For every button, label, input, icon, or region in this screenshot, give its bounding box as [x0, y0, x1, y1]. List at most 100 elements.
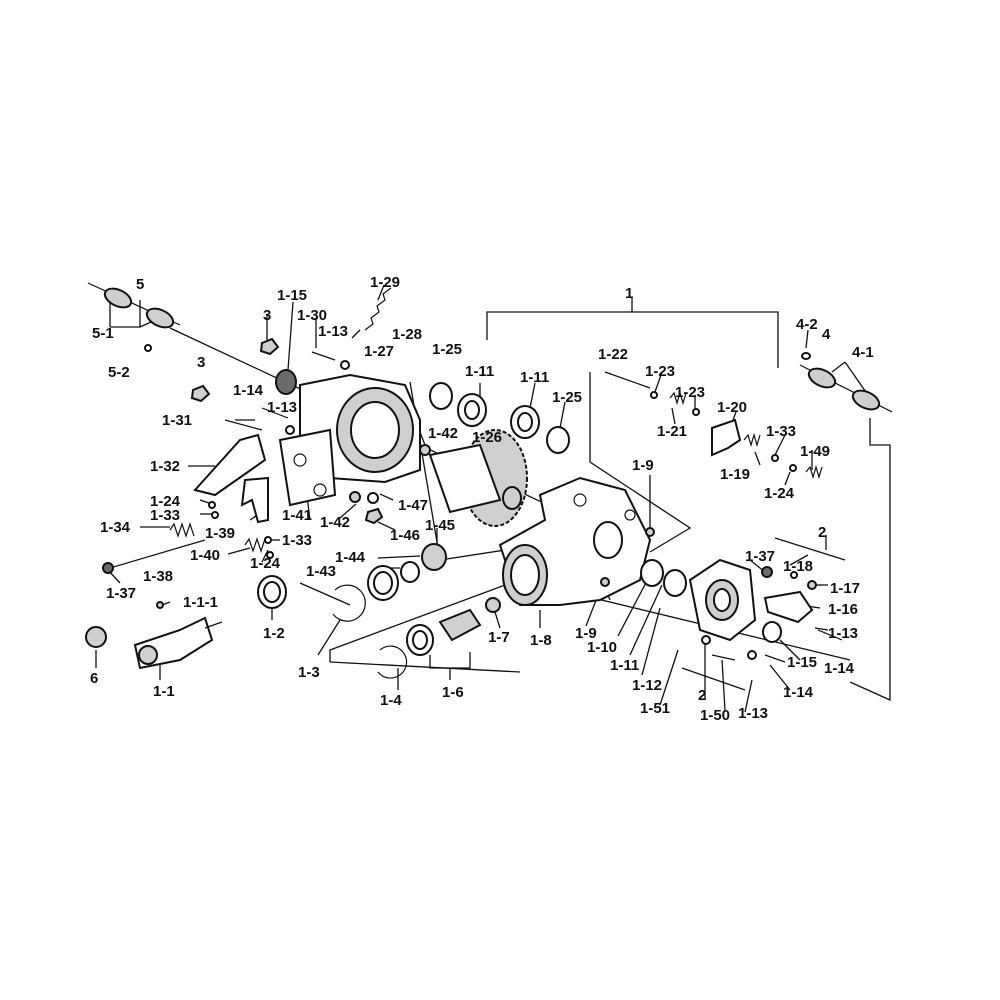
clip-1-33c	[264, 536, 272, 544]
spring-1-19	[743, 432, 761, 448]
label-1-13d: 1-13	[738, 705, 768, 722]
label-1-26: 1-26	[472, 429, 502, 446]
shift-shaft-1-38	[109, 539, 206, 569]
shift-fork-1-20	[711, 418, 742, 457]
oil-seal-1-2-inner	[263, 581, 281, 603]
label-5: 5	[136, 276, 144, 293]
label-1-42a: 1-42	[428, 425, 458, 442]
spring-1-49	[805, 464, 823, 480]
label-1-23a: 1-23	[645, 363, 675, 380]
label-1-18: 1-18	[783, 558, 813, 575]
washer-1-17	[807, 580, 817, 590]
o-ring-5-2	[144, 344, 152, 352]
label-1-23b: 1-23	[675, 384, 705, 401]
snap-ring-1-4	[377, 645, 408, 679]
spring-1-40	[244, 537, 266, 553]
label-1-20: 1-20	[717, 399, 747, 416]
label-1-37a: 1-37	[106, 585, 136, 602]
label-1-32: 1-32	[150, 458, 180, 475]
label-1-37b: 1-37	[745, 548, 775, 565]
label-1-9a: 1-9	[632, 457, 654, 474]
label-1-16: 1-16	[828, 601, 858, 618]
nut-3b	[190, 384, 211, 403]
bearing-1-11c	[663, 569, 687, 597]
label-1: 1	[625, 285, 633, 302]
nut-1-7	[485, 597, 501, 613]
snap-ring-1-3	[332, 584, 366, 622]
axle-shaft-right	[799, 364, 893, 413]
plug-1-42b	[349, 491, 361, 503]
label-1-15a: 1-15	[277, 287, 307, 304]
oil-seal-1-10	[640, 559, 664, 587]
bearing-1-15b	[762, 621, 782, 643]
label-1-8: 1-8	[530, 632, 552, 649]
shift-lever-1-32	[193, 433, 267, 497]
clip-1-33b	[211, 511, 219, 519]
ring-1-44	[400, 561, 420, 583]
clip-1-33a	[771, 454, 779, 462]
coupling-joint-1-1	[133, 616, 223, 670]
label-1-29: 1-29	[370, 274, 400, 291]
bolt-2b	[681, 667, 746, 691]
label-1-14a: 1-14	[233, 382, 264, 399]
bearing-1-43-inner	[373, 571, 393, 595]
bolt-1-9a	[645, 527, 655, 537]
label-1-30: 1-30	[297, 307, 327, 324]
spring-1-29	[364, 287, 392, 331]
label-1-13b: 1-13	[267, 399, 297, 416]
label-1-49: 1-49	[800, 443, 830, 460]
bolt-2a	[774, 537, 846, 561]
label-1-40: 1-40	[190, 547, 220, 564]
label-4: 4	[822, 326, 831, 343]
label-4-2: 4-2	[796, 316, 818, 333]
label-3b: 3	[197, 354, 205, 371]
label-1-17: 1-17	[830, 580, 860, 597]
label-1-3: 1-3	[298, 664, 320, 681]
label-5-2: 5-2	[108, 364, 130, 381]
label-1-15b: 1-15	[787, 654, 817, 671]
shift-fork-1-16	[763, 590, 814, 624]
label-1-44: 1-44	[335, 549, 366, 566]
label-1-25b: 1-25	[552, 389, 582, 406]
bolt-1-14c	[817, 629, 843, 641]
pinion-gear-1-6	[438, 608, 482, 642]
bearing-1-6a-inner	[412, 630, 428, 650]
label-1-42b: 1-42	[320, 514, 350, 531]
gasket-1-47	[367, 492, 379, 504]
bolt-1-9b	[600, 577, 610, 587]
label-1-33c: 1-33	[282, 532, 312, 549]
shaft-1-22	[604, 371, 651, 389]
label-4-1: 4-1	[852, 344, 874, 361]
spring-1-37b	[761, 566, 773, 578]
label-1-6: 1-6	[442, 684, 464, 701]
parts	[85, 282, 893, 691]
label-1-13a: 1-13	[318, 323, 348, 340]
label-2a: 2	[818, 524, 826, 541]
label-1-24b: 1-24	[150, 493, 181, 510]
label-1-50: 1-50	[700, 707, 730, 724]
label-1-1-1: 1-1-1	[183, 594, 218, 611]
right-cover-1-12	[688, 558, 757, 642]
label-1-11c: 1-11	[610, 657, 639, 674]
label-1-38: 1-38	[143, 568, 173, 585]
label-1-21: 1-21	[657, 423, 687, 440]
label-2b: 2	[698, 687, 706, 704]
plug-1-42a	[419, 444, 431, 456]
bolt-1-31	[224, 419, 263, 431]
label-1-33b: 1-33	[150, 507, 180, 524]
label-1-45: 1-45	[425, 517, 455, 534]
label-1-1: 1-1	[153, 683, 175, 700]
axle-shaft-left	[87, 282, 181, 329]
bolt-1-14a	[261, 407, 289, 419]
washer-1-18	[790, 571, 798, 579]
clip-1-24b	[208, 501, 216, 509]
label-1-47: 1-47	[398, 497, 428, 514]
label-1-41: 1-41	[282, 507, 312, 524]
washer-1-51	[701, 635, 711, 645]
label-1-2: 1-2	[263, 625, 285, 642]
shim-1-25a	[429, 382, 453, 410]
clip-1-24c	[266, 551, 274, 559]
nut-3a	[259, 337, 280, 356]
